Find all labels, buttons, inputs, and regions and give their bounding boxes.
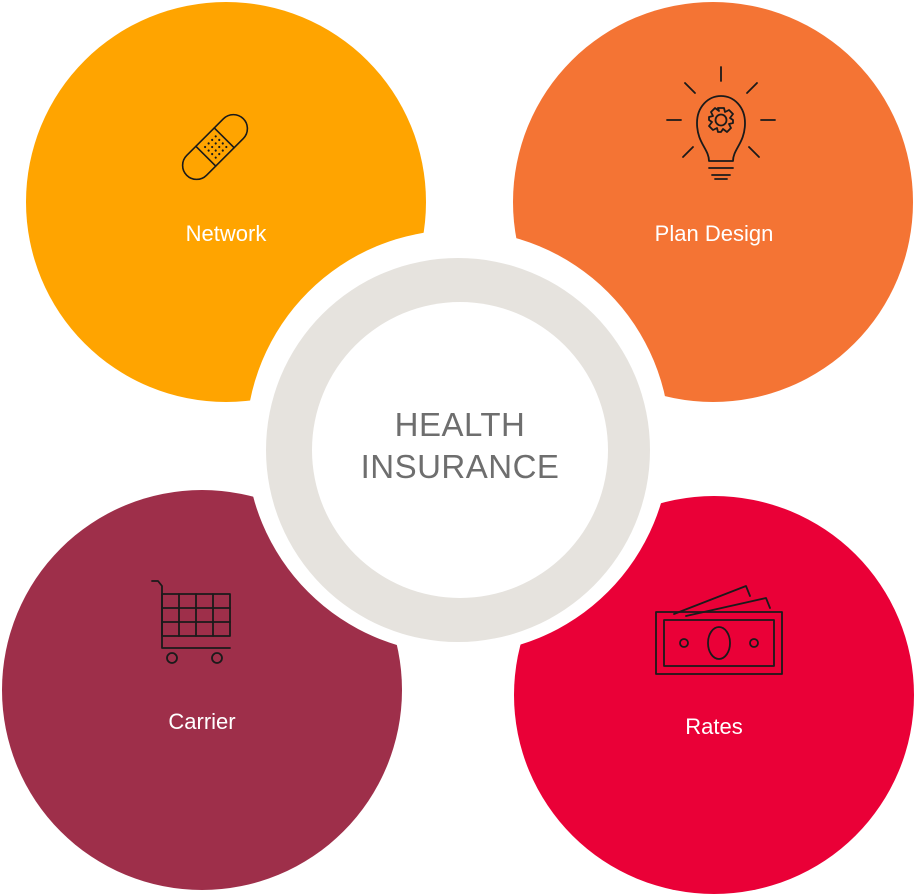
hub-title: HEALTH INSURANCE — [312, 404, 608, 488]
node-label-network: Network — [185, 221, 267, 246]
hub-center — [312, 302, 608, 598]
shopping-cart-icon — [146, 578, 236, 668]
money-bills-icon — [654, 582, 784, 678]
lightbulb-gear-icon — [663, 63, 779, 187]
bandage-icon — [172, 104, 258, 190]
node-label-plan-design: Plan Design — [654, 221, 774, 246]
hub-title-line-2: INSURANCE — [360, 448, 560, 485]
node-label-rates: Rates — [685, 714, 743, 739]
node-label-carrier: Carrier — [168, 709, 236, 734]
hub-title-line-1: HEALTH — [394, 406, 526, 443]
